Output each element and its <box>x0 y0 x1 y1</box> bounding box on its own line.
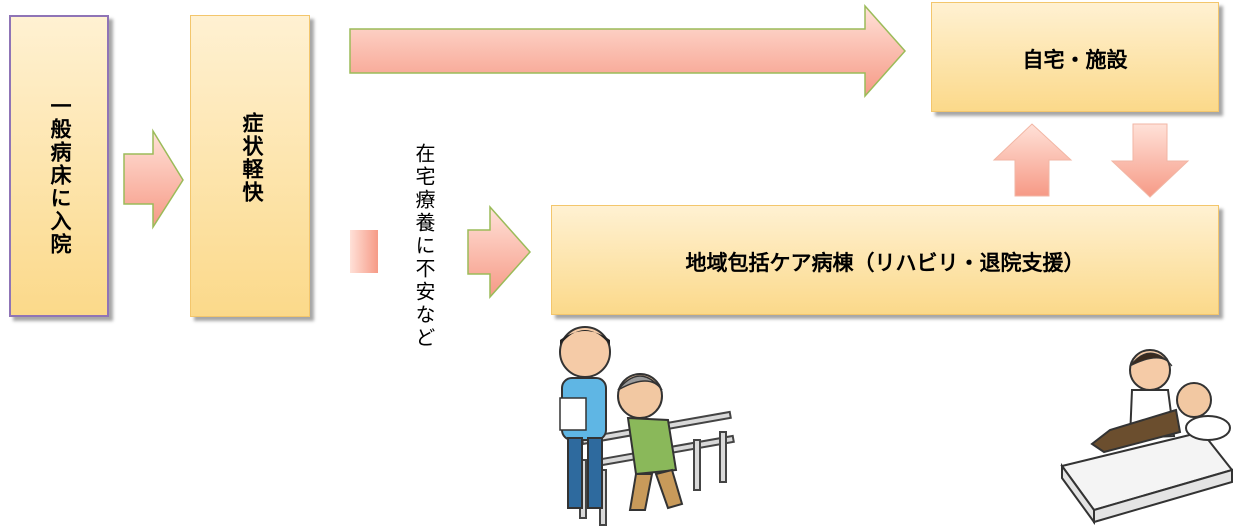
box-community-care-ward-label: 地域包括ケア病棟（リハビリ・退院支援） <box>685 251 1085 275</box>
arrow-segment-left-icon <box>350 230 378 273</box>
arrow-long-right-icon <box>349 4 907 98</box>
box-home-facility-label: 自宅・施設 <box>1022 48 1128 72</box>
arrow-right-head-icon <box>467 205 532 299</box>
box-symptom-relief-label: 症状軽快 <box>240 112 264 204</box>
box-symptom-relief <box>190 15 310 317</box>
arrow-up-icon <box>992 123 1073 197</box>
box-general-ward-label: 一般病床に入院 <box>48 95 72 256</box>
box-general-ward <box>9 15 109 317</box>
box-community-care-ward <box>551 205 1219 315</box>
arrow-right-icon <box>123 128 184 230</box>
box-home-facility <box>931 2 1219 112</box>
note-home-care-anxiety: 在宅療養に不安など <box>412 143 436 350</box>
nurse-care-illustration <box>1060 349 1233 526</box>
rehabilitation-illustration <box>559 326 735 526</box>
arrow-down-icon <box>1110 123 1190 198</box>
